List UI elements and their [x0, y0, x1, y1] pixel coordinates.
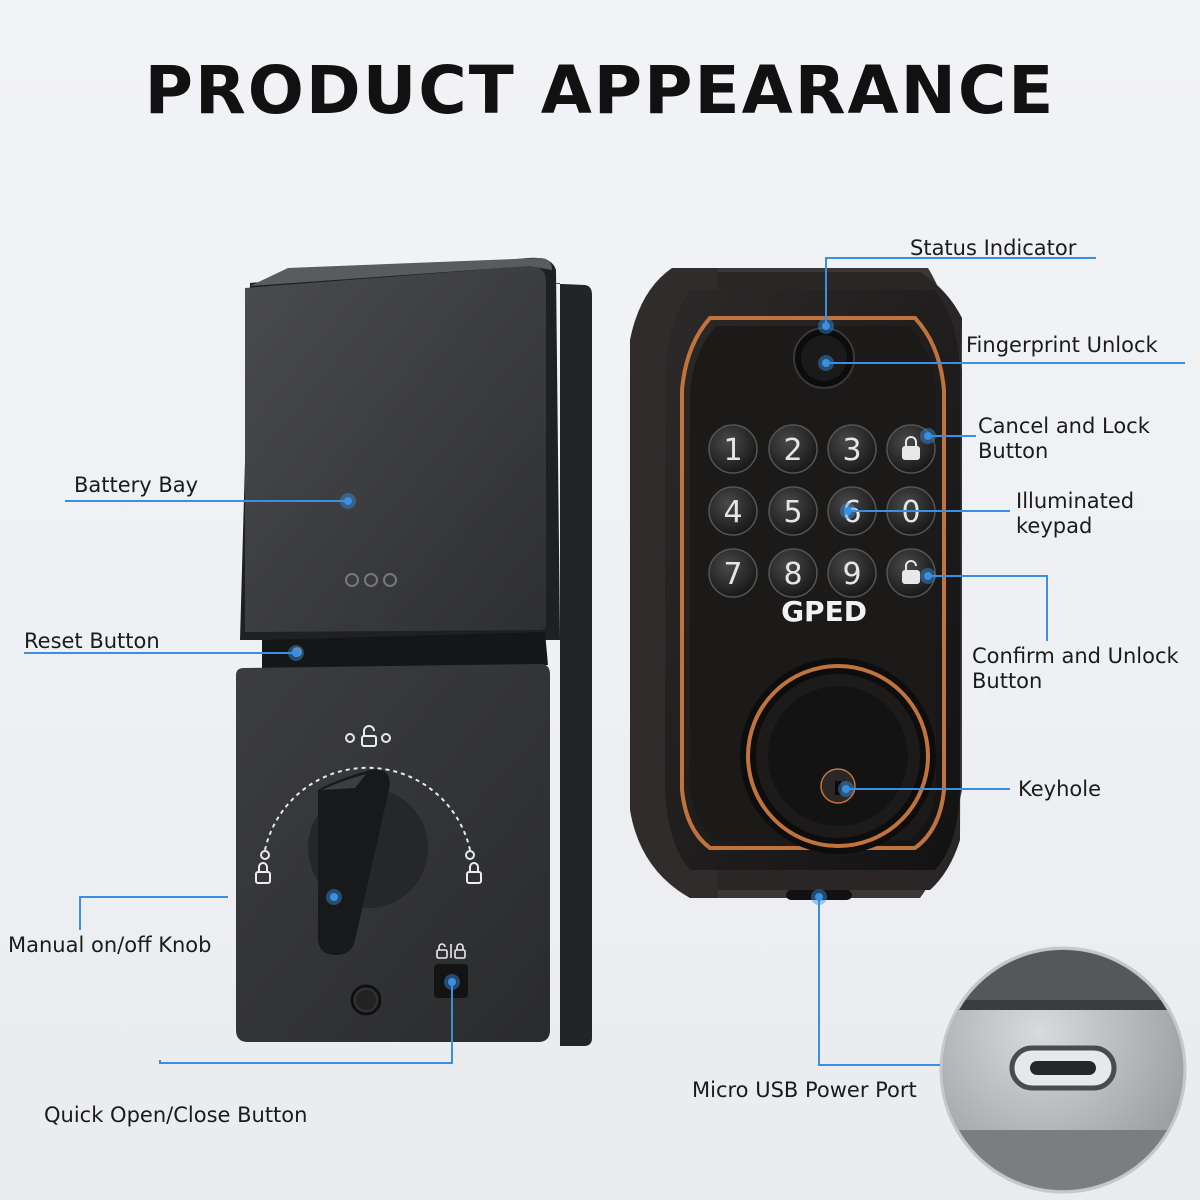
label-battery-bay: Battery Bay [74, 473, 199, 497]
deadbolt-bronze-ring [746, 664, 930, 848]
keypad-digit: 0 [901, 495, 920, 530]
label-line: Cancel and Lock [978, 414, 1150, 438]
fingerprint-icon [801, 335, 847, 381]
keypad-digit: 4 [723, 495, 742, 530]
callouts [24, 257, 1185, 1066]
label-reset-button: Reset Button [24, 629, 160, 653]
label-cancel-lock: Cancel and Lock Button [978, 414, 1150, 464]
manual-knob [318, 769, 390, 955]
battery-bay-cover [245, 266, 546, 632]
keypad-digit: 6 [842, 495, 861, 530]
keypad-digit: 9 [842, 557, 861, 592]
keypad-key[interactable] [827, 424, 877, 474]
brand-logo: GPED [781, 595, 867, 628]
keypad-digit: 7 [723, 557, 742, 592]
lock-icon [255, 862, 271, 884]
lock-icon [466, 862, 482, 884]
keypad-key[interactable] [827, 548, 877, 598]
label-usb-port: Micro USB Power Port [692, 1078, 917, 1102]
vent-dot [364, 573, 378, 587]
label-line: Illuminated [1016, 489, 1135, 513]
usb-zoom-inset [939, 946, 1187, 1194]
lock-icon [436, 943, 466, 959]
keypad-key[interactable] [768, 548, 818, 598]
keypad-key[interactable] [768, 424, 818, 474]
label-keyhole: Keyhole [1018, 777, 1101, 801]
page-title: PRODUCT APPEARANCE [144, 52, 1056, 129]
keypad-key[interactable] [708, 424, 758, 474]
vent-dot [345, 573, 359, 587]
label-confirm-unlock: Confirm and Unlock Button [972, 644, 1179, 694]
label-illuminated-keypad: Illuminated keypad [1016, 489, 1134, 539]
label-line: Button [972, 669, 1043, 693]
keypad-digit: 3 [842, 433, 861, 468]
lock-icon [361, 725, 377, 747]
keypad-digit: 8 [783, 557, 802, 592]
exterior-keypad-unit: 1 2 3 4 5 6 0 7 8 9 GPED [630, 268, 962, 900]
vent-dot [383, 573, 397, 587]
callout-dots [288, 318, 936, 990]
label-line: keypad [1016, 514, 1093, 538]
keypad-key[interactable] [708, 486, 758, 536]
keypad-key[interactable] [768, 486, 818, 536]
interior-unit [236, 257, 592, 1046]
keypad-digit: 2 [783, 433, 802, 468]
lock-icon [902, 436, 920, 460]
keypad-grid: 1 2 3 4 5 6 0 7 8 9 [708, 424, 936, 598]
label-manual-knob: Manual on/off Knob [8, 933, 212, 957]
keypad-key[interactable] [708, 548, 758, 598]
label-line: Button [978, 439, 1049, 463]
label-quick-open-close: Quick Open/Close Button [44, 1103, 308, 1127]
label-fingerprint-unlock: Fingerprint Unlock [966, 333, 1158, 357]
label-line: Confirm and Unlock [972, 644, 1179, 668]
keypad-digit: 1 [723, 433, 742, 468]
label-status-indicator: Status Indicator [910, 236, 1077, 260]
unlock-icon [902, 560, 920, 584]
keypad-digit: 5 [783, 495, 802, 530]
